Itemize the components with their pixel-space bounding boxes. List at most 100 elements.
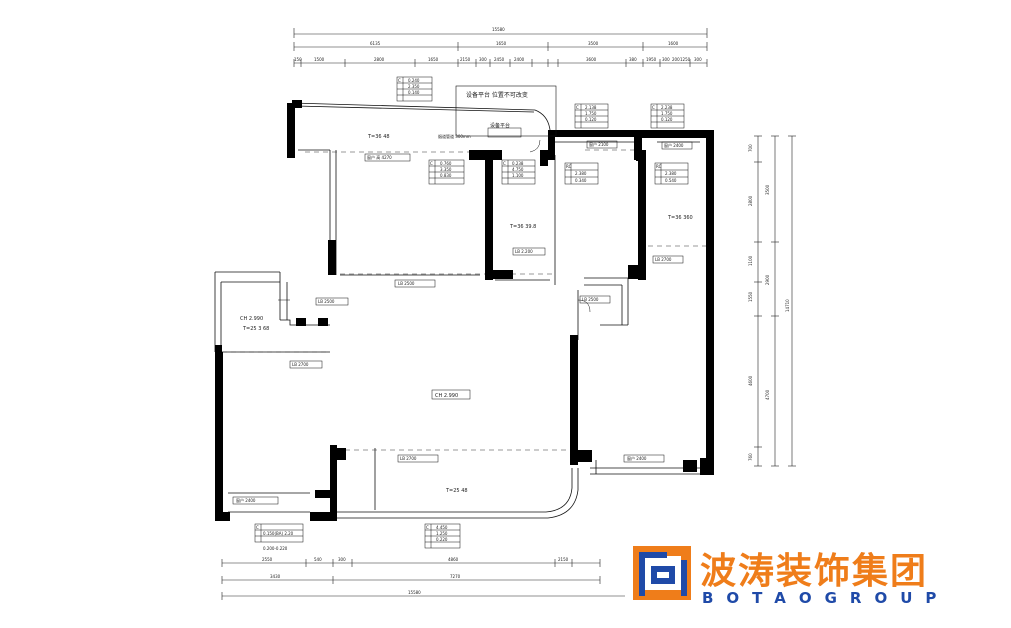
bottom-dim-row2: 3430 7270: [270, 574, 461, 579]
win-top-mid: 窗户 2100: [589, 141, 609, 147]
legend-top-b-1: 2.138: [585, 105, 597, 110]
structural-walls: [215, 100, 714, 521]
logo-english-text: BOTAOGROUP: [702, 589, 949, 607]
dim-row2: 6135 1650 3500 1600: [370, 41, 679, 46]
right-dimensions: [754, 135, 796, 467]
dim-row2-1: 6135: [370, 41, 381, 46]
legend-bot-b-1: 4.450: [436, 525, 448, 530]
legend-mid-d-2: 0.540: [665, 178, 677, 183]
beam-mid-center: LB 2500: [398, 281, 415, 286]
beam-mid-left: LB 2500: [318, 299, 335, 304]
legend-mid-a-0: C: [430, 161, 433, 166]
legend-mid-a: C 0.760 3.350 0.830: [430, 161, 452, 178]
legend-bot-b: C 4.450 1.250 0.220: [426, 525, 448, 542]
legend-mid-c-1: 2.380: [575, 171, 587, 176]
room-kitchen-top: T=36 48: [367, 134, 390, 140]
legend-mid-a-1: 0.760: [440, 161, 452, 166]
legend-top-a-3: 0.140: [408, 90, 420, 95]
legend-mid-b-1: 0.238: [512, 161, 524, 166]
legend-top-c-1: 2.238: [661, 105, 673, 110]
legend-top-b-2: 1.750: [585, 111, 597, 116]
legend-bot-a-2: 0.200-0.220: [263, 546, 288, 551]
win-bottom-right: 窗户 2400: [627, 455, 647, 461]
beam-mid-right: LB 2500: [582, 297, 599, 302]
legend-top-a: C 0.240 2.350 0.140: [398, 78, 420, 95]
legend-bot-a: C 0.150(BA) 2.20 0.200-0.220: [256, 525, 294, 551]
beam-living: LB 2700: [400, 456, 417, 461]
legend-top-a-0: C: [398, 78, 401, 83]
dim-row2-3: 3500: [588, 41, 599, 46]
rdim-1: 700: [748, 144, 753, 152]
beam-right-mid: LB 2700: [655, 257, 672, 262]
legend-mid-b: C 0.238 4.750 1.100: [503, 161, 524, 178]
win-bottom-left: 窗户 2400: [236, 497, 256, 503]
equipment-platform-title: 设备平台 位置不可改变: [466, 91, 528, 99]
legend-tables: [254, 76, 689, 549]
rdim-overall: 14710: [785, 299, 790, 312]
dashed-lines: [222, 149, 708, 451]
room-bath-left: CH 2.990: [240, 316, 263, 322]
legend-bot-b-3: 0.220: [436, 537, 448, 542]
bdim-overall: 15580: [408, 590, 421, 595]
rdim2-1: 3500: [765, 184, 770, 195]
botao-logo: 波涛装饰集团 BOTAOGROUP: [633, 546, 949, 607]
bdim2-1: 3430: [270, 574, 281, 579]
win-top-left: 窗户 高 4270: [367, 154, 392, 160]
legend-mid-d: RC 2.380 0.540: [656, 164, 677, 183]
legend-top-a-1: 0.240: [408, 78, 420, 83]
legend-top-b-3: 0.120: [585, 117, 597, 122]
legend-bot-b-2: 1.250: [436, 531, 448, 536]
legend-mid-a-3: 0.830: [440, 173, 452, 178]
dim-row2-2: 1650: [496, 41, 507, 46]
legend-top-b: C 2.138 1.750 0.120: [576, 105, 597, 122]
beam-bath: LB 2700: [292, 362, 309, 367]
rdim-4: 1550: [748, 291, 753, 302]
dim-overall-top: 15580: [492, 27, 505, 32]
room-bath-left-t: T=25 3 68: [242, 326, 269, 332]
legend-top-c: C 2.238 1.750 0.120: [652, 105, 673, 122]
dim-row3-8: 2400: [514, 57, 525, 62]
bdim-4: 4860: [448, 557, 459, 562]
living-label-box: [431, 389, 471, 400]
legend-top-b-0: C: [576, 105, 579, 110]
legend-mid-b-0: C: [503, 161, 506, 166]
bdim-3: 300: [338, 557, 346, 562]
dim-row3-7: 2450: [494, 57, 505, 62]
equipment-platform-box: [455, 85, 557, 138]
bottom-dimensions: [221, 559, 625, 600]
rdim2-3: 4700: [765, 389, 770, 400]
room-balcony-bottom: T=25 48: [445, 488, 468, 494]
label-boxes: [232, 140, 693, 505]
beam-small-bed: LB 2.200: [515, 249, 533, 254]
legend-mid-d-0: RC: [656, 164, 662, 169]
rdim-6: 760: [748, 453, 753, 461]
dim-row3-11: 1950: [646, 57, 657, 62]
bdim-2: 540: [314, 557, 322, 562]
win-top-right: 窗户 2400: [664, 142, 684, 148]
legend-bot-a-0: C: [256, 525, 259, 530]
right-dim-col1: 700 2800 1100 1550 4600 760: [748, 144, 753, 461]
legend-bot-b-0: C: [426, 525, 429, 530]
legend-mid-c-2: 0.340: [575, 178, 587, 183]
room-living: CH 2.990: [435, 393, 458, 399]
legend-mid-b-2: 4.750: [512, 167, 524, 172]
logo-chinese-text: 波涛装饰集团: [700, 551, 928, 592]
dim-row3: 150 1500 2800 1650 2150 300 2450 2400 36…: [294, 57, 702, 62]
legend-mid-c-0: RC: [566, 164, 572, 169]
logo-mark-icon: [633, 546, 691, 600]
legend-top-c-3: 0.120: [661, 117, 673, 122]
legend-top-c-2: 1.750: [661, 111, 673, 116]
bdim2-2: 7270: [450, 574, 461, 579]
dim-row2-4: 1600: [668, 41, 679, 46]
dim-row3-12: 300: [662, 57, 670, 62]
dim-row3-10: 380: [629, 57, 637, 62]
dim-row3-2: 1500: [314, 57, 325, 62]
legend-mid-c: RC 2.380 0.340: [566, 164, 587, 183]
dim-row3-14: 1250: [680, 57, 691, 62]
legend-mid-b-3: 1.100: [512, 173, 524, 178]
pipe-well-note: 烟道管道 300mm: [438, 133, 471, 139]
equipment-platform-label: 设备平台: [490, 122, 510, 129]
dim-row3-6: 300: [479, 57, 487, 62]
room-bedroom-right: T=36 360: [667, 215, 693, 221]
dim-row3-15: 300: [694, 57, 702, 62]
